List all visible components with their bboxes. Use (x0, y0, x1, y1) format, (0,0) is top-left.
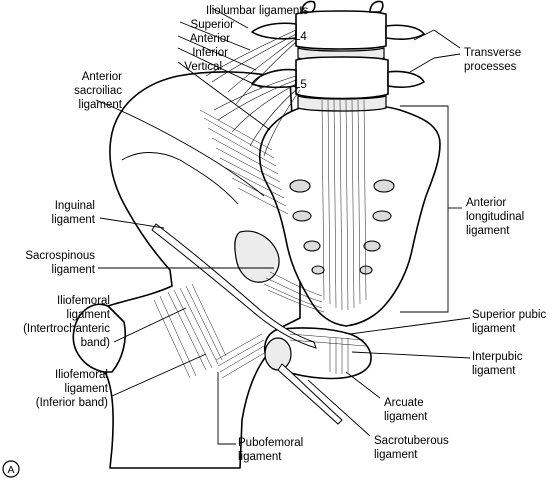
anterior-longitudinal-ligament-fibers (321, 99, 367, 311)
label-transverse-2: processes (464, 61, 517, 73)
label-iliofemoral-it-1: Iliofemoral (57, 295, 110, 307)
inguinal-ligament (151, 223, 317, 349)
sacrum (258, 102, 441, 327)
label-sacrospinous-1: Sacrospinous (25, 250, 95, 262)
label-transverse-1: Transverse (464, 47, 521, 59)
sacral-foramen (372, 210, 392, 222)
pubofemoral-ligament-fibers (215, 333, 267, 379)
sacral-foramen (359, 265, 373, 275)
sacral-foramen (373, 179, 395, 193)
femur (72, 303, 127, 373)
label-iliofemoral-inf-2: ligament (65, 383, 109, 395)
transverse-process-l4-right (385, 24, 425, 40)
sacrotuberous-ligament (277, 363, 343, 425)
label-group-bottom: Arcuate ligament Pubofemoral ligament Sa… (238, 397, 449, 463)
sacral-foramen (363, 240, 381, 252)
label-iliolumbar-inferior: Inferior (192, 47, 228, 59)
sacrospinous-ligament-fibers (263, 271, 325, 313)
leader-lines (95, 7, 471, 445)
label-anterior-sacroiliac-1: Anterior (82, 71, 122, 83)
obturator-foramen (234, 230, 280, 283)
label-inguinal-2: ligament (52, 214, 96, 226)
l4-spinous-right (369, 0, 384, 13)
iliac-fossa-ridge (121, 152, 239, 205)
label-superior-pubic-2: ligament (472, 323, 516, 335)
pubic-ligament-fibers (289, 333, 367, 374)
label-l4: L4 (294, 31, 307, 43)
label-anterior-long-3: ligament (466, 225, 510, 237)
label-anterior-long-2: longitudinal (466, 211, 524, 223)
label-iliofemoral-it-3: (Intertrochanteric (23, 323, 110, 335)
label-pubofemoral-1: Pubofemoral (238, 437, 303, 449)
label-l5: L5 (294, 79, 307, 91)
vertebra-l5 (295, 56, 389, 100)
figure-letter: A (7, 464, 14, 476)
label-sacrotuberous-2: ligament (374, 449, 418, 461)
label-iliolumbar-vertical: Vertical (184, 61, 222, 73)
label-anterior-long-1: Anterior (466, 197, 506, 209)
figure-letter-badge: A (2, 460, 20, 478)
label-iliofemoral-inf-3: (Inferior band) (36, 397, 108, 409)
sacral-foramen (311, 265, 325, 275)
label-anterior-sacroiliac-2: sacroiliac (74, 85, 122, 97)
label-interpubic-2: ligament (472, 365, 516, 377)
sacral-foramen (289, 179, 311, 193)
label-iliofemoral-it-4: band) (81, 337, 111, 349)
sacral-foramen (292, 210, 312, 222)
transverse-process-l5-left (251, 68, 297, 89)
label-pubofemoral-2: ligament (238, 451, 282, 463)
label-group-left: Iliolumbar ligaments Superior Anterior I… (23, 5, 308, 409)
vertebra-l4 (295, 10, 387, 50)
sacral-foramen (303, 240, 321, 252)
pubic-symphysis (264, 337, 292, 371)
label-iliofemoral-it-2: ligament (67, 309, 111, 321)
label-arcuate-2: ligament (384, 411, 428, 423)
transverse-process-l5-right (387, 70, 425, 88)
label-iliolumbar-superior: Superior (191, 19, 235, 31)
label-sacrospinous-2: ligament (52, 264, 96, 276)
label-arcuate-1: Arcuate (384, 397, 424, 409)
l4-spinous-left (301, 0, 316, 13)
label-group-right: Transverse processes Anterior longitudin… (464, 47, 546, 377)
label-superior-pubic-1: Superior pubic (472, 309, 546, 321)
label-sacrotuberous-1: Sacrotuberous (374, 435, 449, 447)
label-interpubic-1: Interpubic (472, 351, 523, 363)
transverse-process-l4-left (251, 22, 297, 40)
label-anterior-sacroiliac-3: ligament (79, 99, 123, 111)
label-iliolumbar-ligaments: Iliolumbar ligaments (206, 5, 309, 17)
iliofemoral-ligament-fibers (153, 283, 227, 379)
label-iliofemoral-inf-1: Iliofemoral (55, 369, 108, 381)
label-inguinal-1: Inguinal (55, 200, 95, 212)
label-iliolumbar-anterior: Anterior (190, 33, 230, 45)
